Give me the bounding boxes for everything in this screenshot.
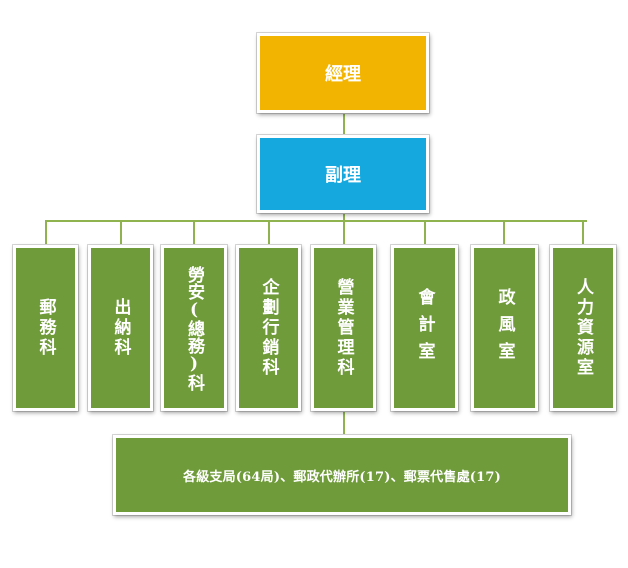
department-node-4: 企劃行銷科	[236, 245, 301, 411]
manager-label: 經理	[325, 64, 361, 85]
connector-deputy-bus	[343, 211, 345, 221]
department-node-3: 勞安(總務)科	[161, 245, 227, 411]
branches-label: 各級支局(64局)、郵政代辦所(17)、郵票代售處(17)	[183, 469, 501, 485]
department-node-8: 人力資源室	[550, 245, 616, 411]
branches-node: 各級支局(64局)、郵政代辦所(17)、郵票代售處(17)	[113, 435, 571, 515]
connector-manager-deputy	[343, 111, 345, 137]
department-node-2: 出納科	[88, 245, 153, 411]
department-node-5: 營業管理科	[311, 245, 376, 411]
department-node-6: 會計室	[391, 245, 458, 411]
deputy-manager-label: 副理	[325, 165, 361, 186]
department-node-1: 郵務科	[13, 245, 78, 411]
department-label-3: 勞安(總務)科	[184, 265, 204, 391]
connector-dept-4	[268, 220, 270, 247]
department-label-7: 政風室	[494, 287, 515, 369]
connector-dept-6	[424, 220, 426, 247]
connector-dept-2	[120, 220, 122, 247]
department-label-1: 郵務科	[35, 298, 56, 358]
connector-horizontal-bus	[45, 220, 587, 222]
connector-dept5-branches	[343, 409, 345, 437]
deputy-manager-node: 副理	[257, 135, 429, 213]
connector-dept-1	[45, 220, 47, 247]
department-label-4: 企劃行銷科	[258, 278, 279, 378]
department-label-6: 會計室	[414, 287, 435, 369]
department-label-5: 營業管理科	[333, 278, 354, 378]
connector-dept-8	[582, 220, 584, 247]
department-node-7: 政風室	[471, 245, 538, 411]
connector-dept-7	[503, 220, 505, 247]
connector-dept-5	[343, 220, 345, 247]
department-label-8: 人力資源室	[573, 278, 593, 378]
department-label-2: 出納科	[110, 298, 131, 358]
connector-dept-3	[193, 220, 195, 247]
manager-node: 經理	[257, 33, 429, 113]
